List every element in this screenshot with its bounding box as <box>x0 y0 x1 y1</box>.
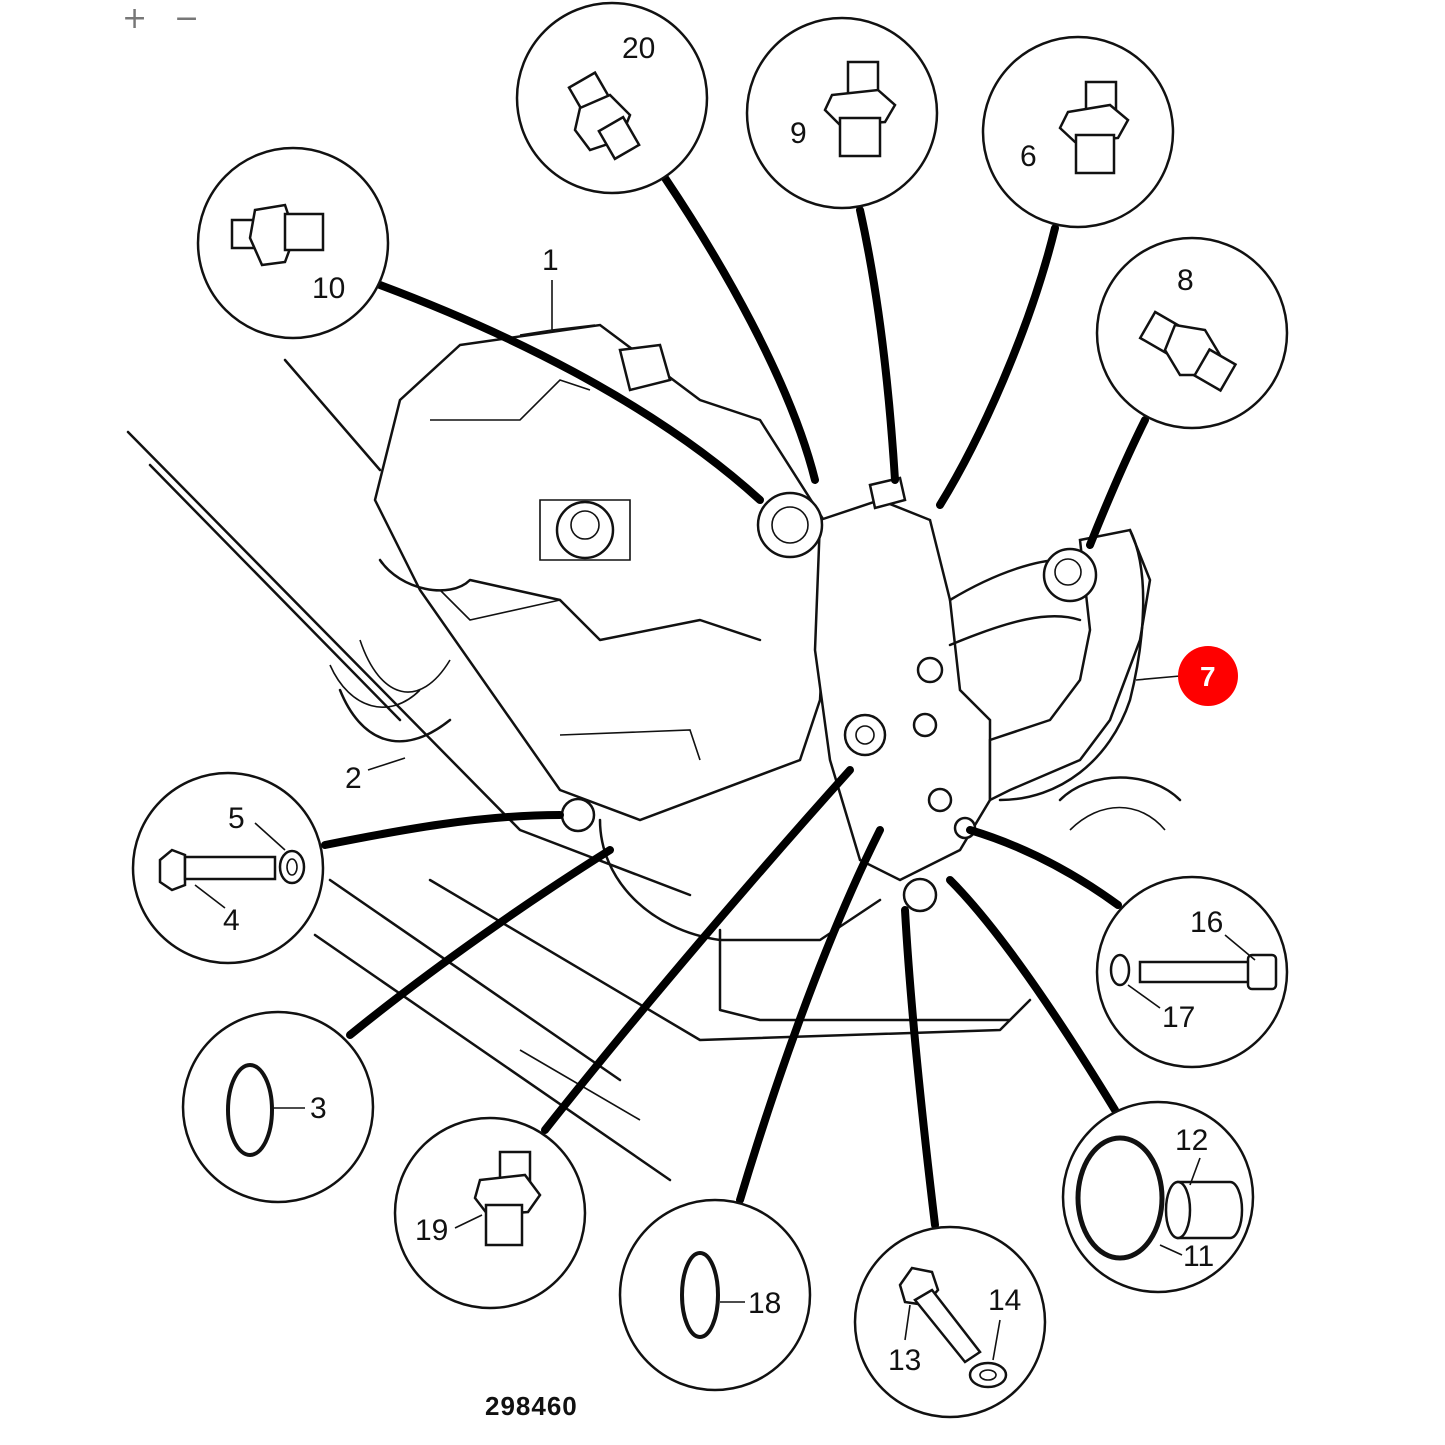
callout-10: 10 <box>312 272 345 305</box>
union-fitting-icon <box>567 70 641 161</box>
callout-16: 16 <box>1190 906 1223 939</box>
callout-4: 4 <box>223 904 240 937</box>
highlight-marker <box>1178 646 1238 706</box>
detail-bubble-8[interactable]: 8 <box>1095 236 1289 430</box>
fuel-pump-assembly <box>373 323 1012 1022</box>
callout-6: 6 <box>1020 140 1037 173</box>
pipe-7-assembly <box>756 476 1152 913</box>
washer-icon <box>1109 953 1131 987</box>
seal-ring-icon <box>1075 1135 1165 1261</box>
callout-2: 2 <box>345 762 362 795</box>
detail-bubble-6[interactable]: 6 <box>981 35 1175 229</box>
detail-bubble-4-5[interactable]: 5 4 <box>131 771 325 965</box>
callout-18: 18 <box>748 1287 781 1320</box>
zoom-out-button[interactable]: − <box>174 1 200 36</box>
callout-7: 7 <box>1200 661 1216 692</box>
leader-lines <box>321 174 1181 1229</box>
o-ring-icon <box>226 1063 274 1157</box>
adapter-fitting-icon <box>1138 310 1238 393</box>
callout-12: 12 <box>1175 1124 1208 1157</box>
callout-9: 9 <box>790 117 807 150</box>
detail-bubble-3[interactable]: 3 <box>181 1010 375 1204</box>
detail-bubble-19[interactable]: 20 <box>515 1 709 195</box>
callout-5: 5 <box>228 802 245 835</box>
detail-bubble-10[interactable]: 10 <box>196 146 390 340</box>
callout-1: 1 <box>542 244 559 277</box>
callout-2-group: 2 <box>345 757 406 795</box>
adapter-fitting-icon <box>473 1150 542 1247</box>
callout-13: 13 <box>888 1344 921 1377</box>
screw-icon <box>1138 953 1278 991</box>
bolt-icon <box>898 1266 982 1364</box>
callout-14: 14 <box>988 1284 1021 1317</box>
callout-3: 3 <box>310 1092 327 1125</box>
detail-bubble-13-14[interactable]: 13 14 <box>853 1225 1047 1419</box>
detail-bubble-20[interactable]: 19 <box>393 1116 587 1310</box>
detail-bubble-9[interactable]: 9 <box>745 16 939 210</box>
callout-7-highlight[interactable]: 7 <box>1178 646 1238 706</box>
callout-20: 19 <box>415 1214 448 1247</box>
detail-bubble-11-12[interactable]: 12 11 <box>1061 1100 1255 1294</box>
adapter-fitting-icon <box>1058 80 1130 175</box>
callout-19: 20 <box>622 32 655 65</box>
bolt-icon <box>158 848 277 892</box>
zoom-in-button[interactable]: + <box>122 1 148 36</box>
chassis-frame <box>126 358 1182 1182</box>
adapter-fitting-icon <box>823 60 897 158</box>
adapter-fitting-icon <box>230 203 325 267</box>
plug-icon <box>1164 1180 1244 1240</box>
callout-1-group: 1 <box>519 244 596 336</box>
callout-8: 8 <box>1177 264 1194 297</box>
callout-17: 17 <box>1162 1001 1195 1034</box>
callout-11: 11 <box>1183 1240 1214 1273</box>
detail-bubble-16-17[interactable]: 16 17 <box>1095 875 1289 1069</box>
detail-bubble-18[interactable]: 18 <box>618 1198 812 1392</box>
washer-icon <box>968 1361 1008 1389</box>
washer-icon <box>278 849 306 885</box>
reference-number: 298460 <box>485 1391 578 1421</box>
o-ring-icon <box>680 1251 720 1339</box>
